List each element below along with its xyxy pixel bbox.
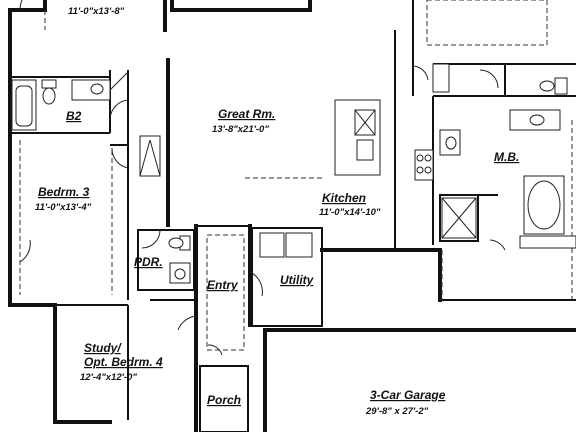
bedroom-1-dimensions: 11'-0"x13'-8" [68, 6, 125, 17]
entry-label: Entry [207, 278, 239, 292]
bedroom-3-label: Bedrm. 3 [38, 185, 90, 199]
master-bedroom-label: M.B. [494, 150, 519, 164]
garage-dimensions: 29'-8" x 27'-2" [365, 406, 429, 417]
doors [19, 0, 506, 356]
room-labels: 11'-0"x13'-8" B2 Bedrm. 3 11'-0"x13'-4" … [35, 6, 519, 417]
kitchen-label: Kitchen [322, 191, 366, 205]
bedroom-3-dimensions: 11'-0"x13'-4" [35, 202, 92, 213]
toilet [554, 77, 568, 95]
study-label-line-2: Opt. Bedrm. 4 [84, 355, 163, 369]
garage-label: 3-Car Garage [370, 388, 446, 402]
closet-shelf [519, 235, 576, 249]
dashed-lines [19, 0, 573, 351]
toilet [41, 79, 57, 89]
utility-label: Utility [280, 273, 315, 287]
study-label: Study/ [84, 341, 122, 355]
study-dimensions: 12'-4"x12'-0" [80, 372, 137, 383]
closet-shelf [432, 63, 450, 93]
porch-label: Porch [207, 393, 241, 407]
great-room-label: Great Rm. [218, 107, 275, 121]
kitchen-dimensions: 11'-0"x14'-10" [319, 207, 381, 218]
washer [259, 232, 285, 258]
b2-label: B2 [66, 109, 82, 123]
walls [8, 0, 576, 432]
range [414, 149, 434, 181]
pdr-label: PDR. [134, 255, 163, 269]
great-room-dimensions: 13'-8"x21'-0" [212, 124, 269, 135]
fixtures [11, 63, 576, 284]
attic-stair [139, 135, 161, 177]
dryer [285, 232, 313, 258]
